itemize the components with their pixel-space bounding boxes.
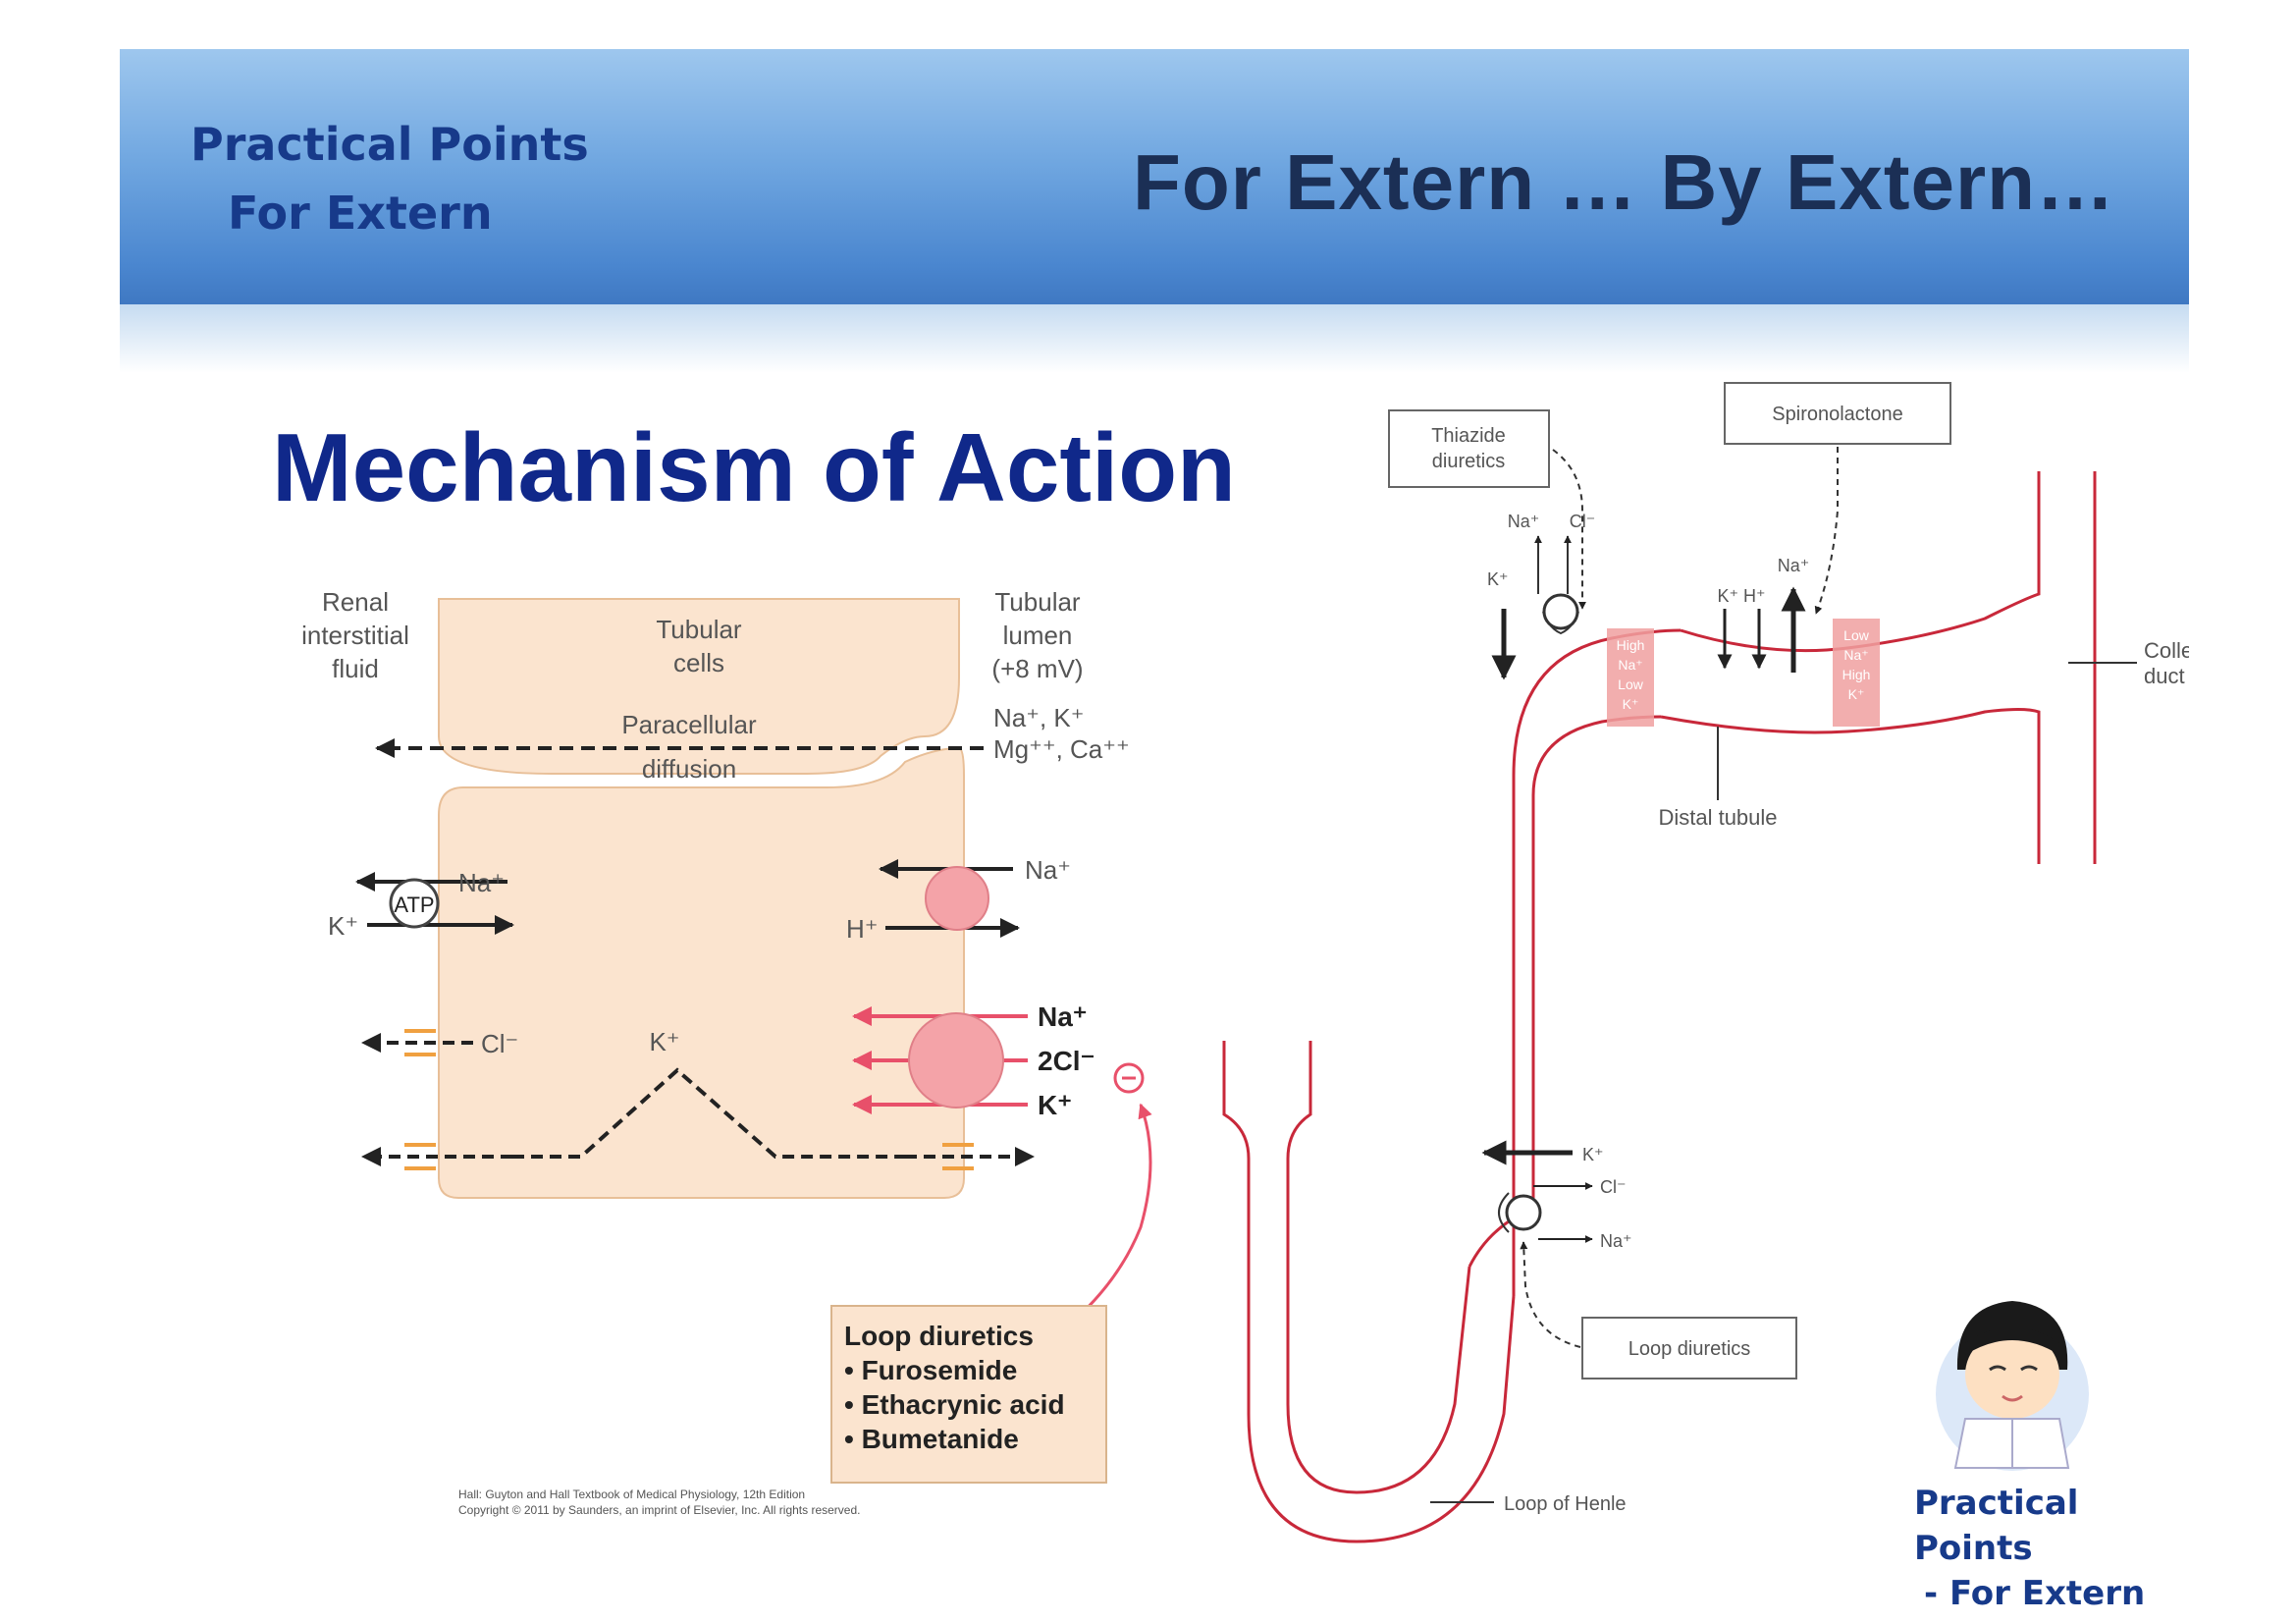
- high-na-band: [1607, 628, 1654, 727]
- na-h-exchanger-icon: [925, 866, 989, 931]
- renal-fluid-label-3: fluid: [332, 654, 379, 683]
- loop-diuretics-label: Loop diuretics: [1629, 1338, 1751, 1360]
- svg-text:Low: Low: [1618, 676, 1644, 692]
- diagram-canvas: Renal interstitial fluid Tubular cells T…: [301, 382, 2189, 1543]
- svg-text:High: High: [1842, 667, 1871, 682]
- loop-box-item-3: • Bumetanide: [844, 1424, 1019, 1454]
- nephron-diagram: Collecting duct High Na⁺ Low K⁺ Low Na⁺ …: [1222, 382, 2189, 1543]
- atp-na-label: Na⁺: [458, 868, 505, 897]
- tubular-cell-upper: [438, 598, 960, 775]
- footer-brand-line-1: Practical Points: [1914, 1484, 2079, 1568]
- cell-diagram: Renal interstitial fluid Tubular cells T…: [301, 587, 1152, 1517]
- slide: Practical Points For Extern For Extern ……: [120, 49, 2189, 1613]
- slide-header: Practical Points For Extern For Extern ……: [120, 49, 2189, 304]
- loop-outer-wall: [1222, 1041, 1516, 1543]
- footer-brand: Practical Points - For Extern: [1914, 1481, 2189, 1616]
- distal-tubule-label: Distal tubule: [1658, 805, 1777, 830]
- ascending-limb-inner: [1468, 715, 1662, 1268]
- nkcc-cl-label: 2Cl⁻: [1038, 1046, 1095, 1076]
- tubular-lumen-label-1: Tubular: [994, 587, 1081, 617]
- mascot-face: [1965, 1330, 2059, 1419]
- tubular-lumen-label-2: lumen: [1003, 621, 1073, 650]
- footer-brand-line-2: - For Extern: [1924, 1574, 2146, 1613]
- renal-fluid-label-2: interstitial: [301, 621, 409, 650]
- citation-line-2: Copyright © 2011 by Saunders, an imprint…: [458, 1503, 860, 1517]
- collecting-duct-label-1: Collecting: [2144, 638, 2189, 663]
- thiazide-na-label: Na⁺: [1508, 512, 1540, 531]
- ascending-limb-outer: [1512, 628, 1682, 1296]
- atp-k-label: K⁺: [328, 911, 358, 941]
- citation-line-1: Hall: Guyton and Hall Textbook of Medica…: [458, 1488, 805, 1501]
- loop-of-henle-label: Loop of Henle: [1504, 1493, 1627, 1515]
- svg-text:Na⁺: Na⁺: [1618, 657, 1642, 673]
- loop-box-item-2: • Ethacrynic acid: [844, 1389, 1065, 1420]
- mascot-avatar: [1936, 1301, 2089, 1471]
- paracellular-label-1: Paracellular: [621, 710, 757, 739]
- loop-cl-label: Cl⁻: [1600, 1177, 1627, 1197]
- renal-fluid-label-1: Renal: [322, 587, 389, 617]
- brand-line-1: Practical Points: [190, 118, 589, 171]
- distal-tubule-bottom: [1660, 708, 2041, 864]
- header-tagline: For Extern … By Extern…: [1132, 138, 2115, 226]
- thiazide-label-2: diuretics: [1432, 451, 1505, 472]
- loop-transporter-icon: [1505, 1194, 1542, 1231]
- tubular-cells-label-2: cells: [673, 648, 724, 677]
- loop-box-title: Loop diuretics: [844, 1321, 1034, 1351]
- nkcc-k-label: K⁺: [1038, 1090, 1072, 1120]
- header-brand: Practical Points For Extern: [190, 110, 589, 247]
- loop-inner-wall: [1286, 1041, 1471, 1494]
- spironolactone-box: [1724, 382, 1951, 445]
- header-fade: [120, 304, 2189, 373]
- loop-box-item-1: • Furosemide: [844, 1355, 1017, 1385]
- loop-k-label: K⁺: [1582, 1145, 1604, 1164]
- spironolactone-label: Spironolactone: [1772, 404, 1902, 425]
- ions-label-2: Mg⁺⁺, Ca⁺⁺: [993, 734, 1130, 764]
- brand-line-2: For Extern: [228, 187, 493, 240]
- svg-text:K⁺: K⁺: [1848, 686, 1865, 702]
- thiazide-box: [1388, 409, 1550, 488]
- k-recycle-label: K⁺: [649, 1027, 679, 1056]
- thiazide-cl-label: Cl⁻: [1570, 512, 1596, 531]
- loop-na-label: Na⁺: [1600, 1231, 1632, 1251]
- nhe-na-label: Na⁺: [1025, 855, 1071, 885]
- thiazide-label-1: Thiazide: [1431, 425, 1506, 447]
- distal-tubule-top: [1680, 471, 2041, 653]
- loop-diuretics-label-box: [1581, 1317, 1797, 1380]
- spiro-na-label: Na⁺: [1778, 556, 1810, 575]
- svg-text:Na⁺: Na⁺: [1843, 647, 1868, 663]
- tubular-cells-label-1: Tubular: [656, 615, 742, 644]
- svg-text:Low: Low: [1843, 627, 1870, 643]
- tubular-cell-lower: [438, 746, 965, 1199]
- loop-diuretics-box: [830, 1305, 1107, 1484]
- tubular-lumen-label-3: (+8 mV): [991, 654, 1083, 683]
- nhe-h-label: H⁺: [846, 914, 879, 944]
- ions-label-1: Na⁺, K⁺: [993, 703, 1084, 732]
- paracellular-label-2: diffusion: [642, 754, 736, 784]
- svg-text:K⁺: K⁺: [1623, 696, 1639, 712]
- atp-label: ATP: [394, 893, 434, 917]
- kh-label: K⁺ H⁺: [1717, 586, 1765, 606]
- cl-label: Cl⁻: [481, 1029, 518, 1058]
- nkcc-na-label: Na⁺: [1038, 1001, 1088, 1032]
- slide-title: Mechanism of Action: [272, 413, 1236, 521]
- atp-pump-icon: [389, 878, 440, 929]
- svg-text:High: High: [1617, 637, 1645, 653]
- collecting-duct-label-2: duct: [2144, 664, 2185, 688]
- k-top-label: K⁺: [1487, 569, 1509, 589]
- low-na-band: [1833, 619, 1880, 727]
- nkcc-transporter-icon: [908, 1012, 1004, 1109]
